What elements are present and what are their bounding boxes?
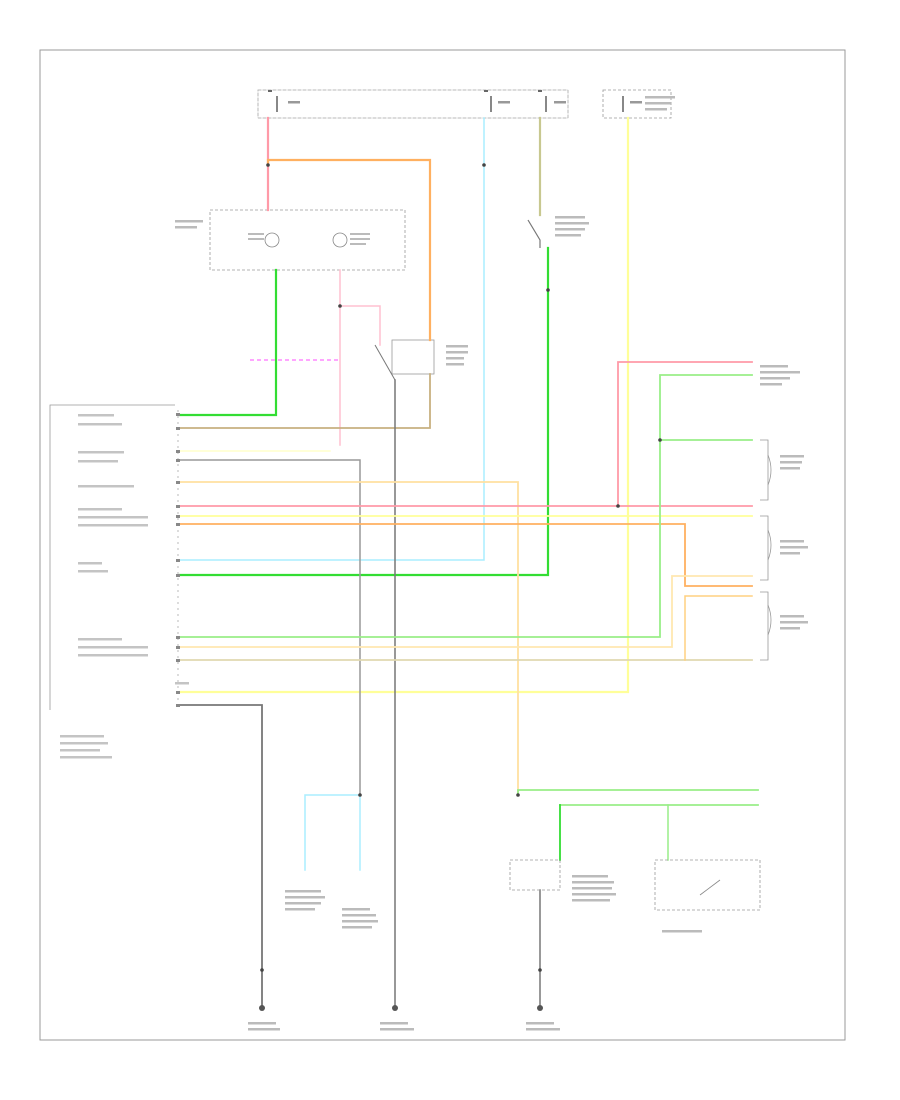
wire-tan-lf-lo xyxy=(179,595,753,661)
wire-tan-sensor xyxy=(179,481,519,796)
4wd-indicator-switch xyxy=(509,859,616,902)
fuse-block-right xyxy=(602,89,675,119)
ground-right xyxy=(526,1005,560,1031)
wire-green-4wd xyxy=(517,789,759,861)
wire-tan-relay xyxy=(179,373,431,429)
splice-dots xyxy=(260,163,662,972)
module-pin-labels xyxy=(60,414,189,759)
right-front-sensor xyxy=(760,515,808,581)
wire-cyan-diag xyxy=(304,794,361,871)
wire-cyan xyxy=(179,117,485,561)
ground-center xyxy=(380,1005,414,1031)
transfer-case-switch xyxy=(654,859,761,933)
wire-pink xyxy=(339,269,381,446)
wire-green-brake xyxy=(178,246,550,577)
abs-relay xyxy=(374,339,468,381)
relay-right-label xyxy=(760,365,800,386)
module-connector-pins xyxy=(176,413,180,707)
wire-green-rear-lo xyxy=(179,374,753,638)
wire-red-rear xyxy=(179,361,753,507)
left-front-sensor xyxy=(760,591,808,661)
diagram-frame xyxy=(39,49,846,1041)
wire-orange xyxy=(266,158,432,342)
instrument-cluster xyxy=(175,209,406,271)
wire-orange-lf xyxy=(179,523,753,587)
wire-green-cluster xyxy=(178,268,278,417)
abs-module xyxy=(49,404,179,710)
rear-sensor xyxy=(760,439,804,501)
wire-gray-lamp xyxy=(179,459,361,796)
brake-switch xyxy=(527,216,589,248)
wire-tan-rf-lo xyxy=(179,575,753,648)
wire-yellow-fuse xyxy=(178,116,630,694)
diagnostic-connector xyxy=(285,890,325,911)
ground-left xyxy=(248,1005,280,1031)
splice-label xyxy=(342,908,378,929)
fuse-block-left xyxy=(257,89,569,119)
wire-ground-module xyxy=(179,704,263,1006)
